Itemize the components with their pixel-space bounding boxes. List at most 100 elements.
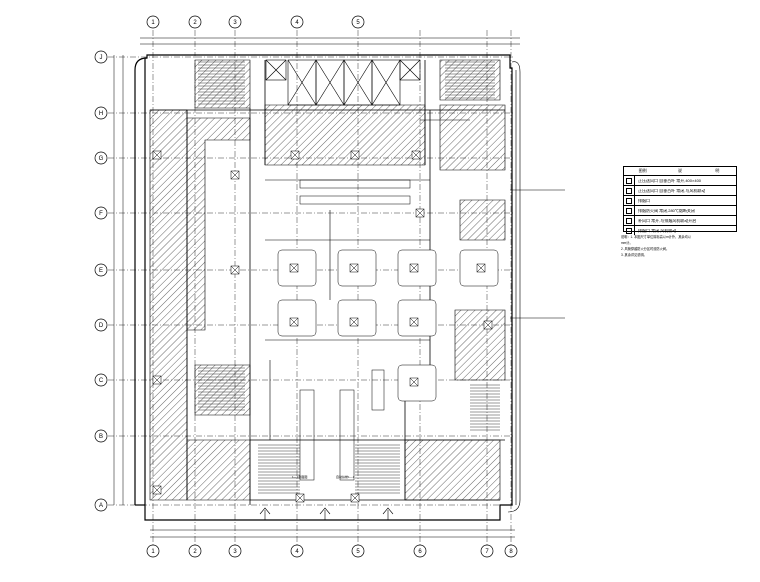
diffuser-icon [350, 150, 360, 160]
legend-symbol-icon [624, 216, 635, 225]
grid-bubble-bottom-4: 4 [290, 544, 304, 558]
legend-row: 正压送风口 自垂百叶 常闭,与风机联动 [624, 186, 736, 196]
grid-label: J [100, 55, 103, 61]
diffuser-icon [411, 150, 421, 160]
diffuser-icon [409, 263, 419, 273]
grid-bubble-bottom-3: 3 [228, 544, 242, 558]
section-label-2: 自动扶梯1—1 [336, 474, 355, 479]
duct-runs [265, 119, 565, 440]
inner-walls [150, 60, 505, 505]
legend-symbol-icon [624, 196, 635, 205]
diffuser-icon [409, 377, 419, 387]
diffuser-icon [230, 170, 240, 180]
legend-text: 补风口 常开,与排烟风机联动开启 [638, 218, 697, 223]
hatched-zone-north-center [264, 104, 426, 166]
diffuser-icon [409, 317, 419, 327]
air-diffusers [152, 150, 493, 503]
legend-text: 排烟口 [638, 198, 650, 203]
grid-label: 2 [193, 20, 197, 26]
note-line: 3. 其余详见说明。 [621, 253, 647, 257]
grid-label: 7 [485, 549, 489, 555]
stair-treads [198, 61, 500, 494]
grid-bubble-top-5: 5 [351, 15, 365, 29]
left-dimension-lines [113, 55, 124, 505]
drawing-notes: 说明：1. 本图尺寸单位除标高以m计外，其余均以mm计。 2. 风管穿越防火分区… [621, 234, 691, 258]
diffuser-icon [483, 320, 493, 330]
grid-bubble-bottom-8: 8 [504, 544, 518, 558]
grid-bubble-left-F: F [94, 206, 108, 220]
legend-symbol-icon [624, 206, 635, 215]
grid-bubble-left-G: G [94, 151, 108, 165]
entry-arrows [259, 507, 394, 520]
grid-label: 4 [295, 549, 299, 555]
diffuser-icon [290, 150, 300, 160]
diffuser-icon [289, 263, 299, 273]
section-label-1: 1—1剖面图 [292, 474, 307, 479]
right-curtain-wall [507, 61, 521, 513]
top-dimension-lines [140, 37, 520, 45]
grid-bubbles-bottom: 1 2 3 4 5 6 7 8 [146, 544, 518, 558]
grid-bubble-top-4: 4 [290, 15, 304, 29]
grid-label: 3 [233, 549, 237, 555]
building-outline [134, 54, 513, 521]
legend-header: 图例 说 明 [624, 167, 736, 176]
grid-label: 1 [151, 20, 155, 26]
diffuser-icon [152, 150, 162, 160]
legend-row: 排烟防火阀 常闭,280℃熔断关闭 [624, 206, 736, 216]
grid-label: 1 [151, 549, 155, 555]
hatched-zone-north-east [439, 104, 506, 171]
grid-label: 5 [356, 549, 360, 555]
diffuser-icon [152, 375, 162, 385]
diffuser-icon [415, 208, 425, 218]
grid-label: G [99, 156, 104, 162]
diffuser-icon [349, 317, 359, 327]
grid-bubble-left-A: A [94, 498, 108, 512]
diffuser-icon [295, 493, 305, 503]
diffuser-icon [152, 485, 162, 495]
hatched-zone-southeast [404, 439, 501, 501]
note-line: 2. 风管穿越防火分区时设防火阀。 [621, 247, 670, 251]
diffuser-icon [476, 263, 486, 273]
legend-row: 正压送风口 自垂百叶 常开,400×400 [624, 176, 736, 186]
grid-bubble-bottom-5: 5 [351, 544, 365, 558]
grid-bubble-bottom-2: 2 [188, 544, 202, 558]
grid-bubble-left-B: B [94, 429, 108, 443]
grid-label: E [99, 268, 103, 274]
grid-label: 5 [356, 20, 360, 26]
grid-bubble-left-E: E [94, 263, 108, 277]
grid-bubble-bottom-1: 1 [146, 544, 160, 558]
legend-row: 排烟口 常闭 风机联动 [624, 226, 736, 235]
diffuser-icon [349, 263, 359, 273]
legend-symbol-icon [624, 226, 635, 235]
grid-label: 8 [509, 549, 513, 555]
note-line: 说明：1. 本图尺寸单位除标高以m计外，其余均以mm计。 [621, 235, 691, 245]
legend-table: 图例 说 明 正压送风口 自垂百叶 常开,400×400 正压送风口 自垂百叶 … [623, 166, 737, 235]
grid-bubble-left-D: D [94, 318, 108, 332]
legend-text: 正压送风口 自垂百叶 常闭,与风机联动 [638, 188, 706, 193]
grid-bubble-bottom-6: 6 [413, 544, 427, 558]
grid-bubble-bottom-7: 7 [480, 544, 494, 558]
grid-label: C [99, 378, 104, 384]
grid-label: D [99, 323, 104, 329]
hatched-zone-west-inner [186, 117, 251, 331]
elevator-shafts [265, 59, 421, 106]
bottom-dimension-lines [150, 529, 515, 538]
hatched-zone-west-corridor [149, 109, 188, 501]
diffuser-icon [350, 493, 360, 503]
grid-label: B [99, 434, 103, 440]
grid-label: 4 [295, 20, 299, 26]
grid-label: 6 [418, 549, 422, 555]
grid-bubble-left-J: J [94, 50, 108, 64]
diffuser-icon [289, 317, 299, 327]
hatched-zones [149, 59, 506, 501]
grid-label: F [99, 211, 103, 217]
legend-symbol-icon [624, 176, 635, 185]
legend-text: 排烟防火阀 常闭,280℃熔断关闭 [638, 208, 695, 213]
hatched-zone-southwest [186, 439, 251, 501]
grid-bubble-top-2: 2 [188, 15, 202, 29]
legend-row: 补风口 常开,与排烟风机联动开启 [624, 216, 736, 226]
grid-label: 2 [193, 549, 197, 555]
